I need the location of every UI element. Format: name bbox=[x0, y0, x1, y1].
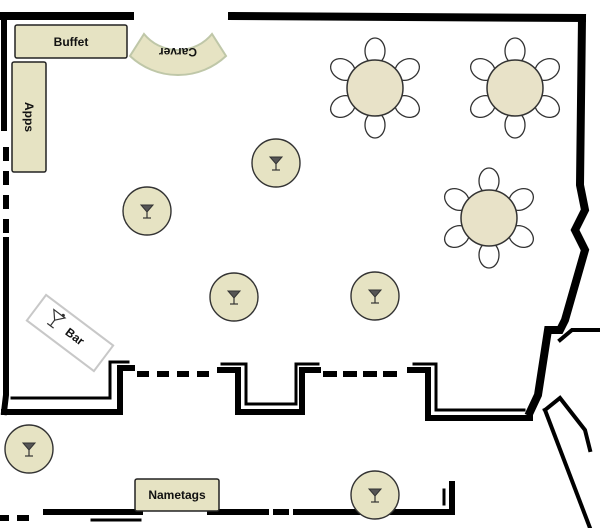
martini-glass-icon bbox=[21, 442, 37, 457]
buffet-table-surface bbox=[14, 24, 128, 59]
cocktail-table bbox=[251, 138, 301, 188]
cocktail-table bbox=[4, 424, 54, 474]
martini-glass-icon bbox=[46, 308, 67, 329]
bar-surface bbox=[25, 293, 115, 373]
buffet-label: Buffet bbox=[54, 35, 89, 49]
nametags-table: Nametags bbox=[134, 478, 220, 512]
martini-glass-icon bbox=[226, 290, 242, 305]
carver-station: Carver bbox=[128, 32, 228, 77]
martini-glass-icon bbox=[367, 289, 383, 304]
buffet-table: Buffet bbox=[14, 24, 128, 59]
round-tables bbox=[329, 37, 561, 269]
martini-glass-icon bbox=[139, 204, 155, 219]
round-table bbox=[443, 167, 535, 269]
cocktail-table bbox=[122, 186, 172, 236]
apps-table: Apps bbox=[11, 61, 47, 173]
nametags-label: Nametags bbox=[148, 488, 206, 502]
apps-label: Apps bbox=[22, 102, 36, 132]
martini-glass-icon bbox=[268, 156, 284, 171]
cocktail-table bbox=[350, 271, 400, 321]
nametags-table-surface bbox=[134, 478, 220, 512]
carver-label: Carver bbox=[159, 45, 197, 59]
walls bbox=[0, 11, 600, 528]
cocktail-table bbox=[350, 470, 400, 520]
cocktail-tables bbox=[4, 138, 400, 520]
round-table-top bbox=[460, 189, 518, 247]
apps-table-surface bbox=[11, 61, 47, 173]
martini-glass-icon bbox=[367, 488, 383, 503]
cocktail-table bbox=[209, 272, 259, 322]
carver-station-surface bbox=[128, 32, 228, 77]
round-table-top bbox=[346, 59, 404, 117]
round-table-top bbox=[486, 59, 544, 117]
round-table bbox=[469, 37, 561, 139]
round-table bbox=[329, 37, 421, 139]
bar-station: Bar bbox=[25, 293, 115, 373]
